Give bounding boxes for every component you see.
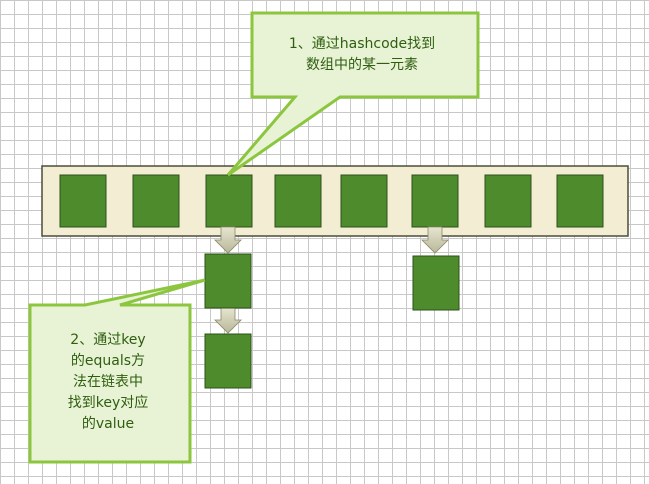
callout-bottom-line5: 的value: [81, 416, 135, 432]
array-bucket: [411, 174, 459, 228]
list-node: [204, 253, 252, 309]
array-bucket: [274, 174, 322, 228]
list-node: [204, 333, 252, 389]
callout-top-shape: [226, 11, 480, 177]
down-arrow: [421, 226, 449, 254]
array-bucket: [484, 174, 532, 228]
down-arrow: [214, 226, 242, 254]
callout-bottom-line4: 找到key对应: [67, 395, 149, 411]
callout-bottom-text: 2、通过key 的equals方 法在链表中 找到key对应 的value: [38, 330, 178, 435]
callout-bottom-line3: 法在链表中: [73, 374, 143, 390]
callout-bottom-line2: 的equals方: [70, 353, 146, 369]
hash-array: [41, 165, 629, 237]
callout-top-text: 1、通过hashcode找到 数组中的某一元素: [262, 34, 462, 76]
array-bucket: [205, 174, 253, 228]
callout-bottom-line1: 2、通过key: [70, 332, 146, 348]
callout-top-line1: 1、通过hashcode找到: [288, 36, 436, 52]
callout-bottom-shape: [28, 278, 206, 464]
array-bucket: [132, 174, 180, 228]
linked-list-nodes: [204, 253, 460, 389]
callout-top-line2: 数组中的某一元素: [306, 57, 418, 73]
list-node: [412, 255, 460, 311]
array-bucket: [59, 174, 107, 228]
array-bucket: [556, 174, 604, 228]
array-bucket: [340, 174, 388, 228]
array-buckets: [59, 174, 604, 228]
down-arrow: [214, 307, 242, 334]
